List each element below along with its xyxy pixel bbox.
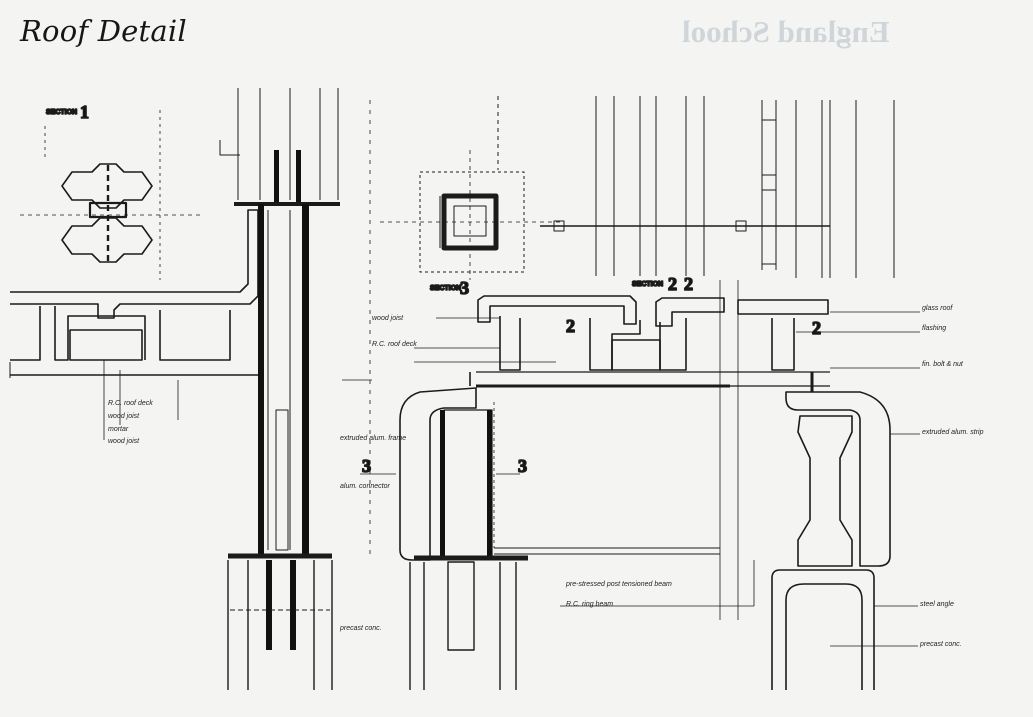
right-beam-section	[469, 280, 830, 620]
note-rc-roof-deck-2: R.C. roof deck	[372, 341, 417, 348]
section-marker-3a: 3	[460, 278, 469, 298]
section-label-3: SECTION	[430, 285, 461, 292]
left-tall-column	[219, 88, 372, 690]
section-marker-2a: 2	[668, 274, 677, 294]
left-beam-section	[9, 209, 260, 440]
right-top-plan	[497, 96, 895, 278]
note-extruded-alum: extruded alum. frame	[340, 435, 406, 442]
center-column-plan	[380, 150, 560, 280]
center-lower-frame	[360, 387, 720, 690]
note-alum-connector: alum. connector	[340, 483, 390, 490]
note-steel-angle: steel angle	[920, 601, 954, 608]
note-precast-concrete: precast conc.	[339, 625, 382, 632]
note-prestressed-beam: pre-stressed post tensioned beam	[565, 581, 672, 588]
section-marker-2c: 2	[566, 316, 575, 336]
note-extruded-strip: extruded alum. strip	[922, 429, 984, 436]
note-rc-ring-beam: R.C. ring beam	[566, 601, 613, 608]
section-marker-2d: 2	[812, 318, 821, 338]
section-marker-3c: 3	[518, 456, 527, 476]
section-marker-1: 1	[80, 102, 89, 122]
note-fin-bolt: fin. bolt & nut	[922, 361, 964, 368]
note-rc-roof-deck: R.C. roof deck	[108, 400, 153, 407]
section-marker-3b: 3	[362, 456, 371, 476]
note-mortar: mortar	[108, 426, 129, 433]
note-wood-joist-2: wood joist	[372, 315, 404, 322]
section-marker-2b: 2	[684, 274, 693, 294]
note-glass-roof: glass roof	[922, 305, 953, 312]
note-wood-joist: wood joist	[108, 413, 140, 420]
note-flashing: flashing	[922, 325, 946, 332]
section-label-2: SECTION	[632, 281, 663, 288]
note-corbel: wood joist	[108, 438, 140, 445]
section-label-1: SECTION	[46, 109, 77, 116]
note-precast-conc-2: precast conc.	[919, 641, 962, 648]
page-title: Roof Detail	[20, 14, 187, 48]
left-column-plan	[20, 110, 200, 280]
right-lower-column	[771, 372, 891, 690]
right-leaders	[414, 311, 920, 647]
